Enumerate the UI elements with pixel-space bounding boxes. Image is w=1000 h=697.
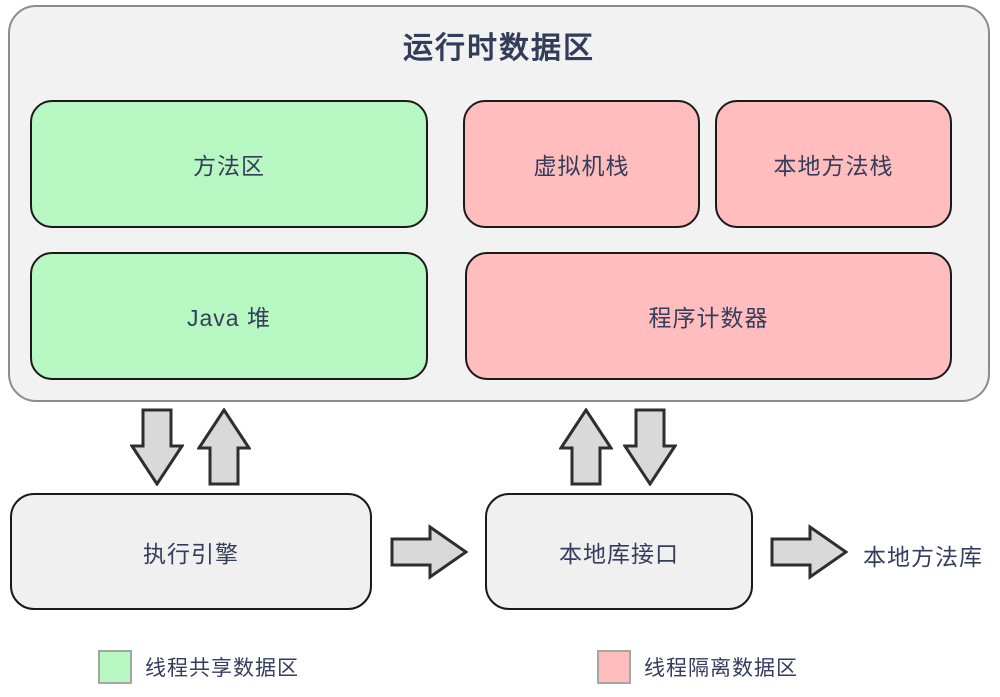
java-heap-box: Java 堆: [30, 252, 428, 380]
runtime-data-area-container: 运行时数据区 方法区 虚拟机栈 本地方法栈 Java 堆 程序计数器: [8, 5, 990, 402]
runtime-data-area-title: 运行时数据区: [403, 32, 595, 65]
isolated-color-swatch: [597, 650, 631, 684]
program-counter-label: 程序计数器: [648, 305, 769, 331]
down-arrow-icon: [623, 408, 677, 486]
method-area-label: 方法区: [193, 153, 265, 179]
native-interface-label: 本地库接口: [559, 540, 679, 567]
native-interface-box: 本地库接口: [485, 493, 753, 610]
execution-engine-label: 执行引擎: [143, 540, 239, 567]
execution-engine-box: 执行引擎: [10, 493, 372, 610]
method-area-box: 方法区: [30, 100, 428, 228]
legend-thread-isolated: 线程隔离数据区: [597, 650, 798, 684]
legend-thread-shared: 线程共享数据区: [98, 650, 299, 684]
legend-thread-isolated-label: 线程隔离数据区: [644, 657, 798, 680]
vm-stack-label: 虚拟机栈: [533, 153, 630, 179]
legend-thread-shared-label: 线程共享数据区: [145, 657, 299, 680]
right-arrow-icon: [390, 524, 468, 580]
down-arrow-icon: [130, 408, 184, 486]
right-arrow-icon: [770, 524, 848, 580]
native-method-stack-label: 本地方法栈: [773, 153, 894, 179]
native-library-label: 本地方法库: [863, 544, 983, 570]
up-arrow-icon: [559, 408, 613, 486]
shared-color-swatch: [98, 650, 132, 684]
program-counter-box: 程序计数器: [465, 252, 952, 380]
java-heap-label: Java 堆: [187, 305, 271, 331]
up-arrow-icon: [197, 408, 251, 486]
vm-stack-box: 虚拟机栈: [463, 100, 700, 228]
native-method-stack-box: 本地方法栈: [715, 100, 952, 228]
